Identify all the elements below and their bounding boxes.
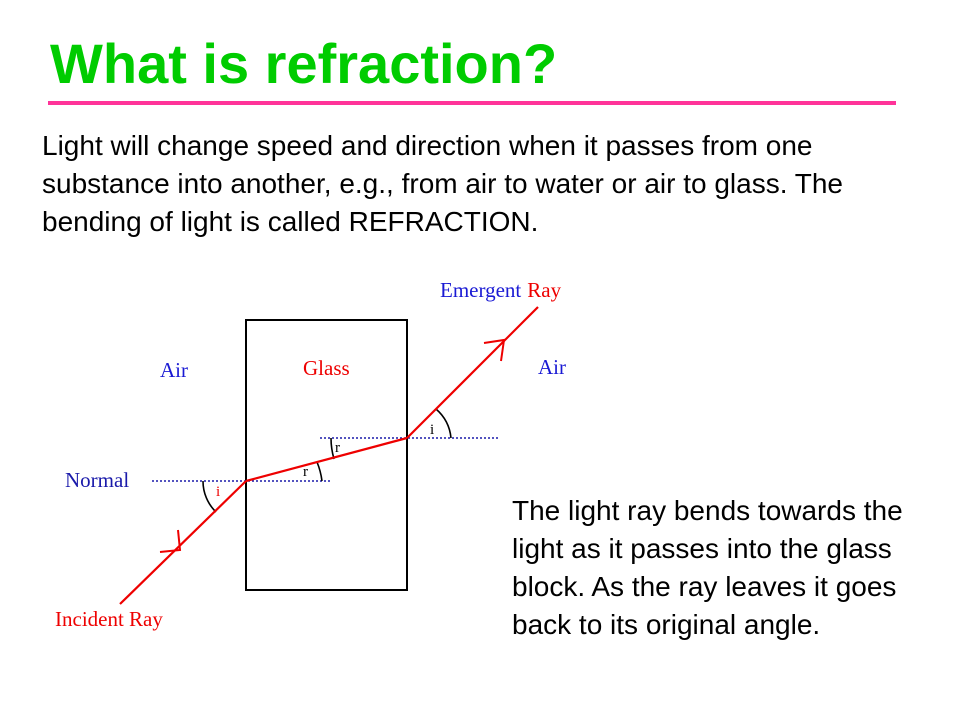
label-air-left: Air bbox=[160, 358, 188, 382]
emergent-ray-arrow bbox=[483, 338, 506, 362]
explanation-text: The light ray bends towards the light as… bbox=[512, 495, 903, 640]
incident-ray bbox=[119, 480, 247, 605]
angle-arc-incidence bbox=[202, 480, 217, 513]
label-incident-ray: Incident Ray bbox=[55, 607, 163, 631]
label-glass: Glass bbox=[303, 356, 350, 380]
angle-arc-refraction-bottom bbox=[316, 461, 323, 482]
emergent-ray bbox=[406, 306, 539, 439]
angle-label-refraction-bottom: r bbox=[303, 464, 308, 480]
angle-arc-emergence bbox=[435, 408, 452, 439]
incident-ray-arrow bbox=[159, 529, 182, 553]
label-air-right: Air bbox=[538, 355, 566, 379]
angle-label-incidence: i bbox=[216, 484, 220, 500]
angle-label-emergence: i bbox=[430, 422, 434, 438]
label-normal: Normal bbox=[65, 468, 129, 492]
title-underline bbox=[48, 101, 896, 105]
angle-label-refraction-top: r bbox=[335, 440, 340, 456]
intro-text: Light will change speed and direction wh… bbox=[42, 130, 844, 237]
refracted-ray bbox=[245, 436, 408, 483]
glass-block bbox=[245, 319, 408, 591]
slide-title: What is refraction? bbox=[50, 32, 558, 95]
label-emergent-word: Emergent bbox=[440, 278, 521, 302]
label-ray-word: Ray bbox=[527, 278, 561, 302]
angle-arc-refraction-top bbox=[330, 437, 335, 460]
